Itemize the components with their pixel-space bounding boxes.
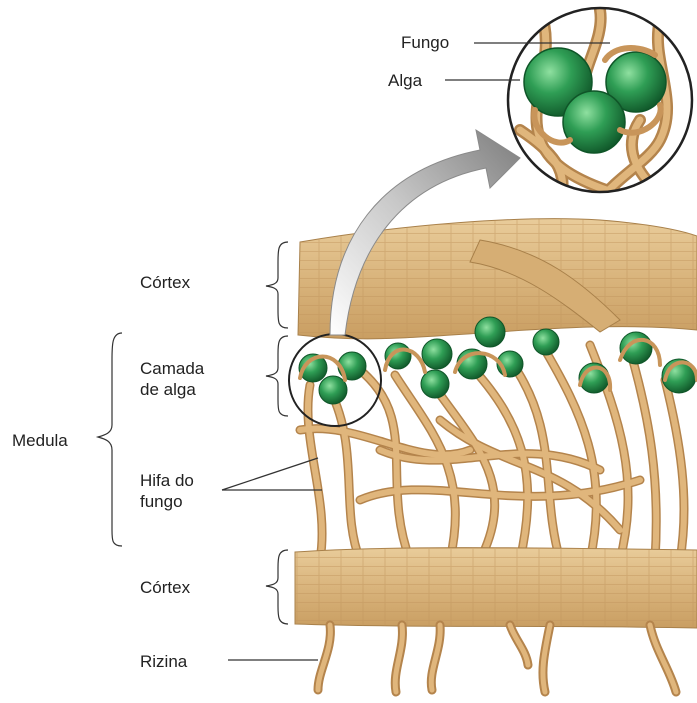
braces (98, 242, 288, 624)
zoom-inset (508, 8, 692, 200)
label-camada-de-alga: Camada de alga (140, 358, 260, 400)
label-fungo: Fungo (401, 32, 449, 53)
label-hifa-line2: fungo (140, 491, 260, 512)
label-cortex-top: Córtex (140, 272, 190, 293)
label-rizina: Rizina (140, 651, 187, 672)
label-hifa-do-fungo: Hifa do fungo (140, 470, 260, 512)
rhizines (318, 625, 676, 692)
label-medula: Medula (12, 430, 68, 451)
label-camada-line1: Camada (140, 358, 260, 379)
label-alga: Alga (388, 70, 422, 91)
label-camada-line2: de alga (140, 379, 260, 400)
rhizines-light (318, 625, 676, 692)
label-cortex-bottom: Córtex (140, 577, 190, 598)
label-hifa-line1: Hifa do (140, 470, 260, 491)
lower-cortex (295, 548, 697, 628)
